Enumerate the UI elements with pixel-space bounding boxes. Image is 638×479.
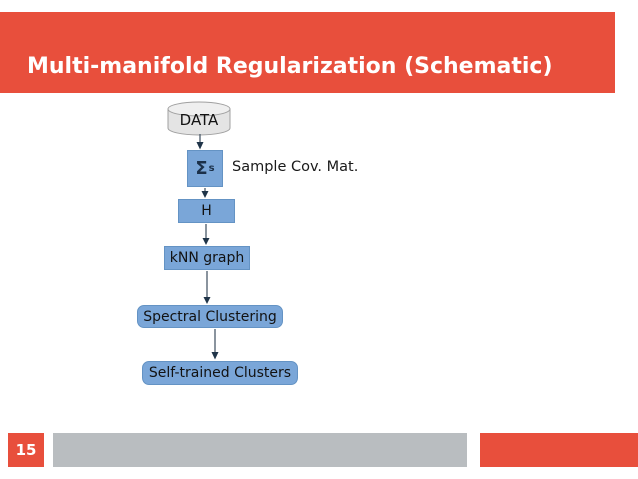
sample-cov-mat-annotation: Sample Cov. Mat. — [232, 159, 359, 175]
flow-arrow-spectral-to-selftrained — [211, 329, 219, 360]
flow-node-data-cylinder — [167, 101, 231, 136]
sigma-subscript: s — [208, 163, 215, 174]
footer-red-bar — [480, 433, 638, 467]
header-bar: Multi-manifold Regularization (Schematic… — [0, 12, 615, 93]
flow-node-spectral-clustering: Spectral Clustering — [137, 305, 283, 328]
flow-arrow-data-to-sigma — [196, 134, 204, 150]
sigma-symbol: Σ — [195, 158, 208, 179]
flow-node-h: H — [178, 199, 235, 223]
flow-node-self-trained-clusters: Self-trained Clusters — [142, 361, 298, 385]
flow-arrow-knn-to-spectral — [203, 271, 211, 304]
flow-arrow-sigma-to-h — [201, 188, 209, 198]
flow-node-knn-graph: kNN graph — [164, 246, 250, 270]
slide-title: Multi-manifold Regularization (Schematic… — [27, 53, 553, 79]
flow-arrow-h-to-knn — [202, 224, 210, 245]
footer-gray-bar — [53, 433, 467, 467]
page-number-badge: 15 — [8, 433, 44, 467]
flow-node-data-label: DATA — [179, 111, 219, 129]
